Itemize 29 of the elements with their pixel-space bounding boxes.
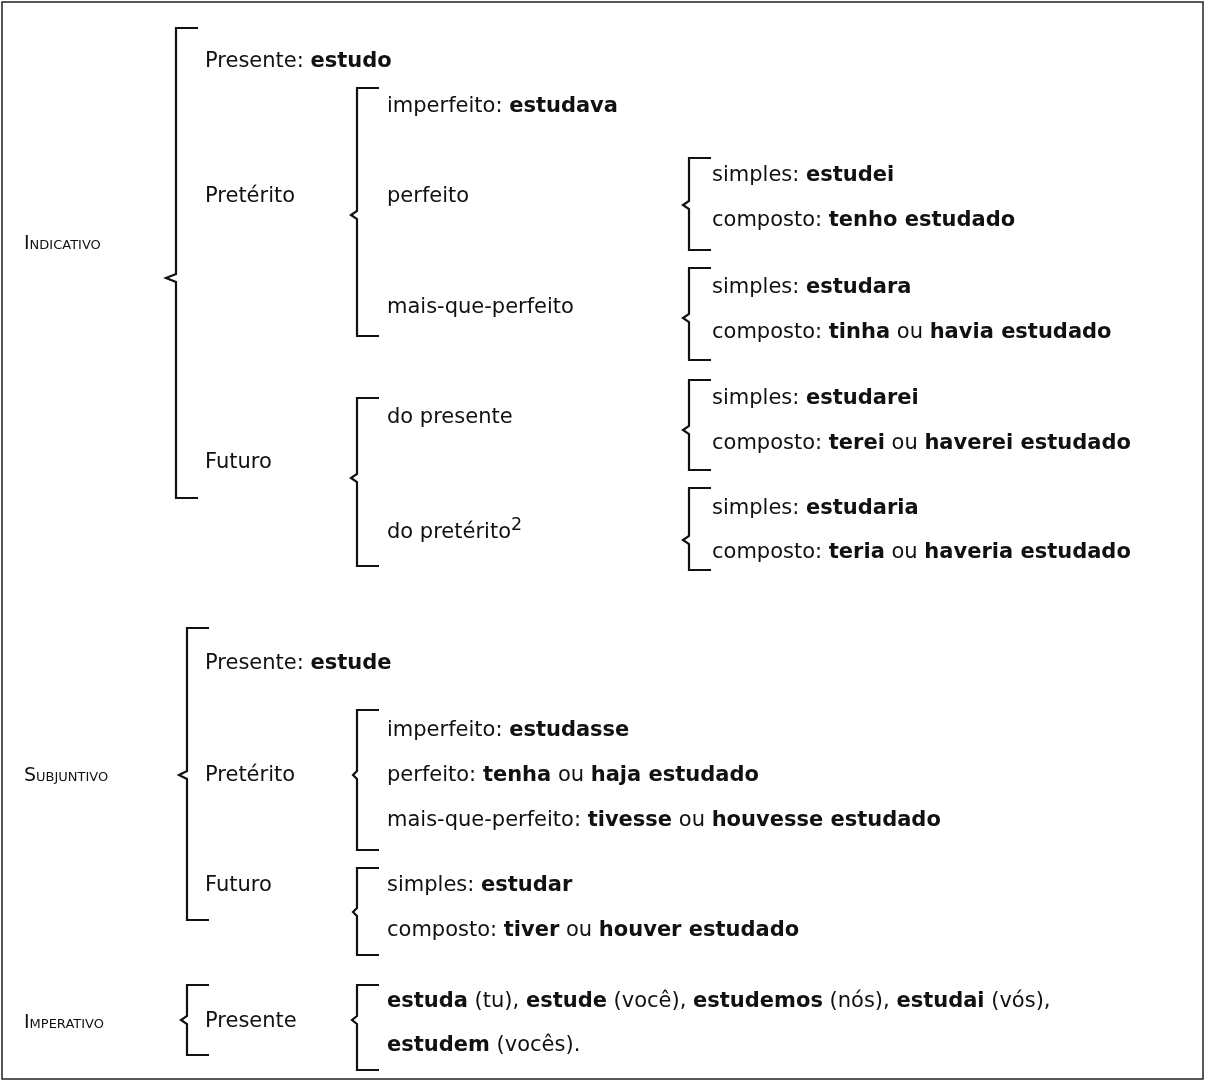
conjugation-text: Presente: estudo [205, 47, 392, 74]
conjugation-text: Futuro [205, 448, 272, 475]
conjugation-text: composto: tiver ou houver estudado [387, 916, 800, 943]
conjugation-text: mais-que-perfeito [387, 293, 574, 320]
conjugation-text: do pretérito$^{2}$ [387, 512, 523, 545]
conjugation-text: Futuro [205, 871, 272, 898]
conjugation-text: perfeito [387, 182, 470, 209]
conjugation-text: do presente [387, 403, 513, 430]
conjugation-text: imperfeito: estudava [387, 92, 618, 119]
mood-label: Subjuntivo [24, 762, 109, 787]
conjugation-text: simples: estudara [712, 273, 912, 300]
conjugation-text: simples: estudarei [712, 384, 919, 411]
conjugation-text: composto: teria ou haveria estudado [712, 538, 1131, 565]
conjugation-text: imperfeito: estudasse [387, 716, 630, 743]
conjugation-text: Pretérito [205, 761, 296, 788]
conjugation-text: Presente: estude [205, 649, 392, 676]
conjugation-text: simples: estudei [712, 161, 895, 188]
conjugation-text: perfeito: tenha ou haja estudado [387, 761, 759, 788]
mood-label: Indicativo [24, 230, 101, 255]
conjugation-text: estuda (tu), estude (você), estudemos (nós), estudai (vós), estudem (vocês). [387, 987, 1052, 1058]
conjugation-text: Presente [205, 1007, 297, 1034]
conjugation-text: composto: tinha ou havia estudado [712, 318, 1112, 345]
conjugation-text: composto: terei ou haverei estudado [712, 429, 1131, 456]
conjugation-text: mais-que-perfeito: tivesse ou houvesse estudado [387, 806, 941, 833]
conjugation-text: simples: estudar [387, 871, 573, 898]
conjugation-text: Pretérito [205, 182, 296, 209]
mood-label: Imperativo [24, 1009, 104, 1034]
conjugation-text: simples: estudaria [712, 494, 919, 521]
conjugation-text: composto: tenho estudado [712, 206, 1016, 233]
